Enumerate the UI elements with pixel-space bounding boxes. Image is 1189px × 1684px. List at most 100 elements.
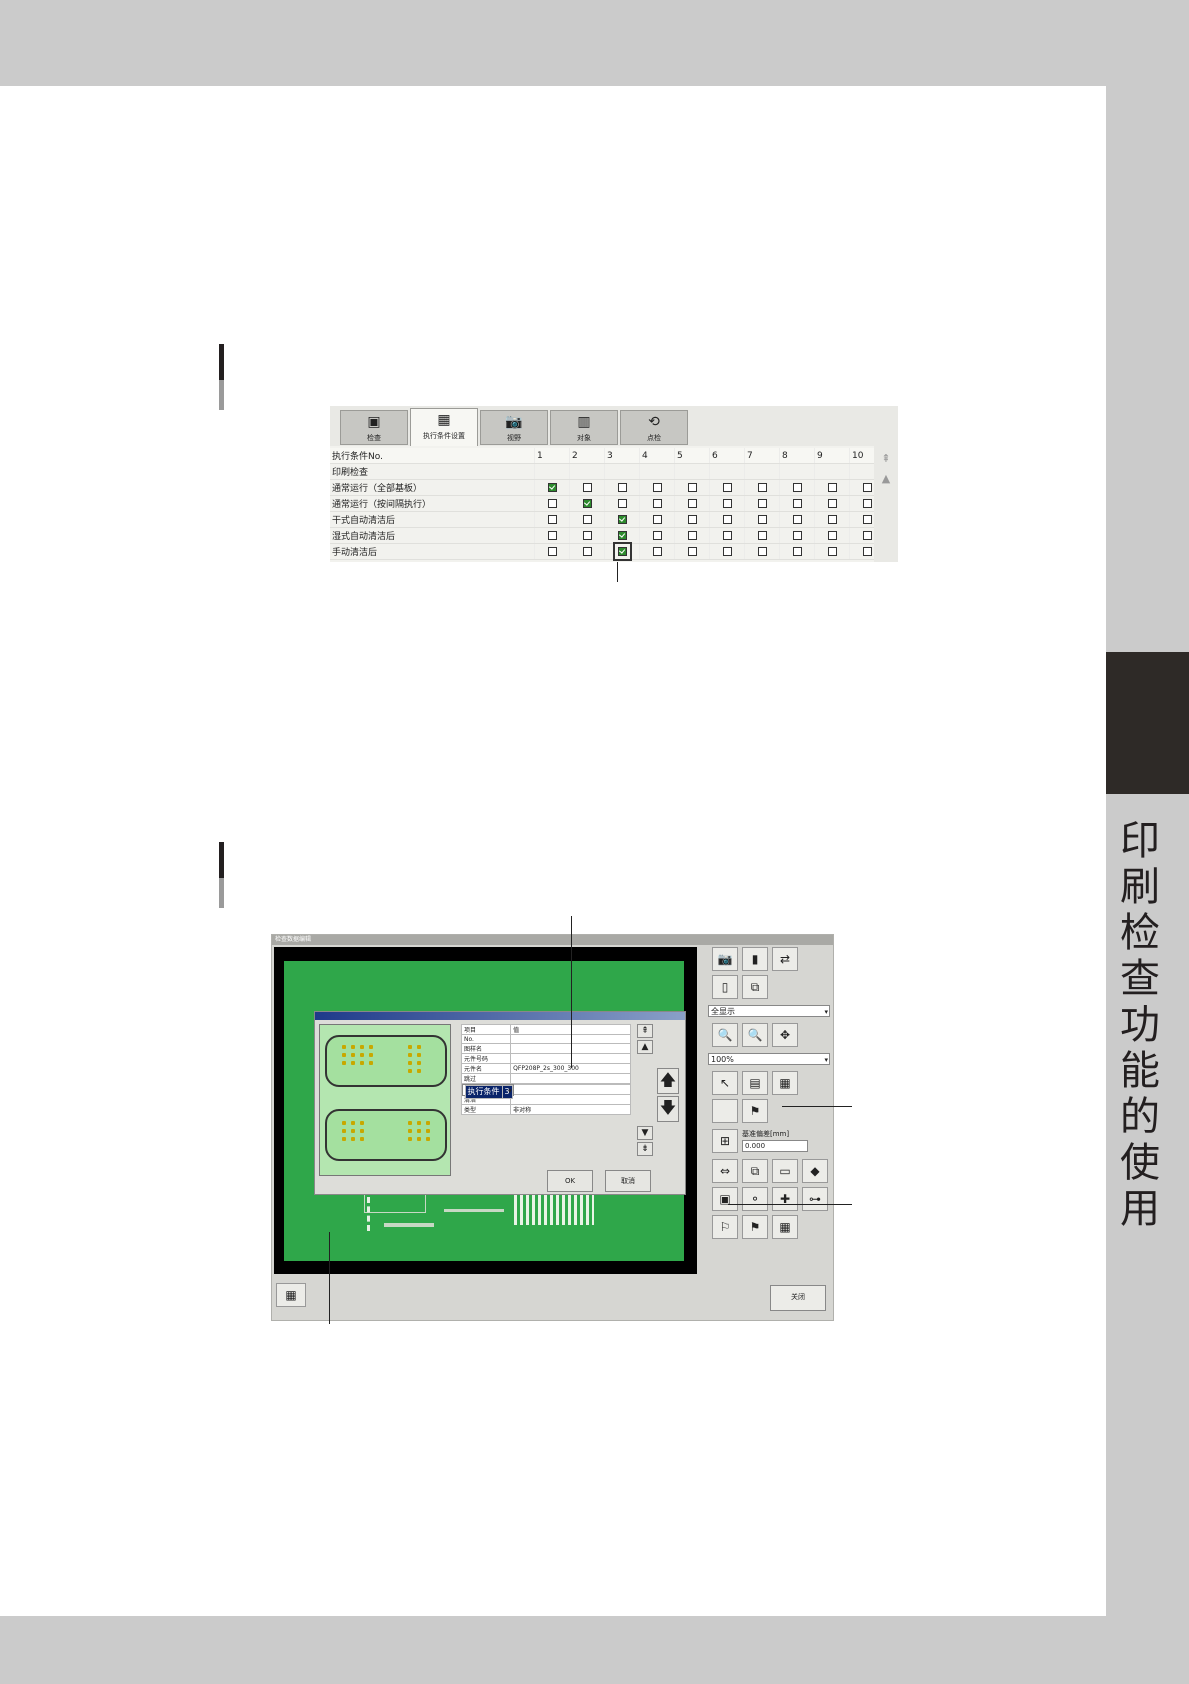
condition-checkbox[interactable]	[862, 514, 872, 524]
condition-checkbox[interactable]	[792, 530, 802, 540]
tab-4[interactable]: ⟲点检	[620, 410, 688, 445]
scroll-up-icon[interactable]: ▲	[881, 472, 891, 485]
condition-checkbox[interactable]	[652, 482, 662, 492]
grid-icon[interactable]: ▦	[772, 1215, 798, 1239]
copy-icon[interactable]: ⧉	[742, 975, 768, 999]
zoom-out-button[interactable]: 🔍	[742, 1023, 768, 1047]
scroll-up-icon[interactable]: ▲	[637, 1040, 653, 1054]
condition-checkbox[interactable]	[547, 482, 557, 492]
scroll-top-icon[interactable]: ⇞	[637, 1024, 653, 1038]
condition-checkbox[interactable]	[687, 498, 697, 508]
connect-icon[interactable]: ⚬	[742, 1187, 768, 1211]
condition-checkbox[interactable]	[722, 546, 732, 556]
tab-3[interactable]: ▥对象	[550, 410, 618, 445]
flag-outline-icon[interactable]: ⚐	[712, 1215, 738, 1239]
view-toggle-button[interactable]: ▦	[276, 1283, 306, 1307]
condition-checkbox[interactable]	[827, 498, 837, 508]
condition-checkbox[interactable]	[722, 514, 732, 524]
condition-checkbox[interactable]	[582, 482, 592, 492]
frame-icon[interactable]: ▣	[712, 1187, 738, 1211]
condition-checkbox[interactable]	[652, 546, 662, 556]
tree-icon[interactable]: ⊶	[802, 1187, 828, 1211]
grid-row[interactable]: 元件号码	[460, 1053, 631, 1064]
component-list-icon[interactable]: ▤	[742, 1071, 768, 1095]
page-icon[interactable]: ▮	[742, 947, 768, 971]
condition-checkbox[interactable]	[722, 498, 732, 508]
scroll-down-icon[interactable]: ▼	[637, 1126, 653, 1140]
condition-checkbox[interactable]	[827, 546, 837, 556]
tab-2[interactable]: 📷视野	[480, 410, 548, 445]
condition-checkbox[interactable]	[582, 514, 592, 524]
condition-checkbox[interactable]	[687, 546, 697, 556]
condition-checkbox[interactable]	[547, 546, 557, 556]
grid-row[interactable]: 类型非对称	[460, 1104, 631, 1115]
condition-checkbox[interactable]	[617, 514, 627, 524]
zoom-in-button[interactable]: 🔍	[712, 1023, 738, 1047]
tolerance-input[interactable]: 0.000	[742, 1140, 808, 1152]
condition-checkbox[interactable]	[687, 530, 697, 540]
condition-checkbox[interactable]	[827, 530, 837, 540]
condition-checkbox[interactable]	[652, 530, 662, 540]
scroll-top-icon[interactable]: ⇞	[881, 452, 891, 465]
condition-checkbox[interactable]	[612, 541, 632, 561]
condition-checkbox[interactable]	[862, 498, 872, 508]
flag-icon[interactable]: ⚑	[742, 1099, 768, 1123]
grid-value[interactable]	[510, 1094, 631, 1105]
move-down-icon[interactable]: 🡇	[657, 1096, 679, 1122]
condition-checkbox[interactable]	[582, 498, 592, 508]
condition-checkbox[interactable]	[687, 482, 697, 492]
ok-button[interactable]: OK	[547, 1170, 593, 1192]
condition-checkbox[interactable]	[547, 514, 557, 524]
condition-checkbox[interactable]	[827, 482, 837, 492]
move-button[interactable]: ✥	[772, 1023, 798, 1047]
select-cursor-icon[interactable]: ↖	[712, 1071, 738, 1095]
cross-icon[interactable]: ✚	[772, 1187, 798, 1211]
condition-checkbox[interactable]	[792, 482, 802, 492]
move-up-icon[interactable]: 🡅	[657, 1068, 679, 1094]
condition-checkbox[interactable]	[617, 482, 627, 492]
condition-checkbox[interactable]	[582, 546, 592, 556]
condition-checkbox[interactable]	[582, 530, 592, 540]
grid-value[interactable]: 非对称	[510, 1104, 631, 1115]
display-select[interactable]: 全显示	[708, 1005, 830, 1018]
condition-checkbox[interactable]	[862, 482, 872, 492]
condition-checkbox[interactable]	[827, 514, 837, 524]
condition-checkbox[interactable]	[617, 498, 627, 508]
doc-icon[interactable]: ▭	[772, 1159, 798, 1183]
condition-checkbox[interactable]	[757, 482, 767, 492]
condition-checkbox[interactable]	[652, 498, 662, 508]
tab-1[interactable]: ▦执行条件设置	[410, 408, 478, 446]
grid-value[interactable]	[510, 1084, 631, 1095]
grid-row[interactable]: No.	[460, 1034, 631, 1044]
align-icon[interactable]: ⇔	[712, 1159, 738, 1183]
paste-icon[interactable]: ⧉	[742, 1159, 768, 1183]
grid-row[interactable]: 图样名	[460, 1043, 631, 1054]
diamond-icon[interactable]: ◆	[802, 1159, 828, 1183]
condition-checkbox[interactable]	[547, 530, 557, 540]
scroll-bottom-icon[interactable]: ⇟	[637, 1142, 653, 1156]
condition-checkbox[interactable]	[757, 498, 767, 508]
link-icon[interactable]: ⇄	[772, 947, 798, 971]
flag-filled-icon[interactable]: ⚑	[742, 1215, 768, 1239]
condition-checkbox[interactable]	[862, 546, 872, 556]
condition-checkbox[interactable]	[617, 530, 627, 540]
grid-row[interactable]: 跳过	[460, 1073, 631, 1084]
condition-checkbox[interactable]	[687, 514, 697, 524]
condition-checkbox[interactable]	[792, 514, 802, 524]
zoom-select[interactable]: 100%	[708, 1053, 830, 1066]
close-button[interactable]: 关闭	[770, 1285, 826, 1311]
condition-checkbox[interactable]	[547, 498, 557, 508]
table-scrollbar[interactable]: ⇞ ▲	[874, 446, 898, 562]
offset-icon[interactable]: ⊞	[712, 1129, 738, 1153]
condition-checkbox[interactable]	[722, 482, 732, 492]
condition-checkbox[interactable]	[792, 546, 802, 556]
condition-checkbox[interactable]	[757, 530, 767, 540]
condition-checkbox[interactable]	[862, 530, 872, 540]
condition-checkbox[interactable]	[722, 530, 732, 540]
camera-icon[interactable]: 📷	[712, 947, 738, 971]
condition-checkbox[interactable]	[757, 546, 767, 556]
